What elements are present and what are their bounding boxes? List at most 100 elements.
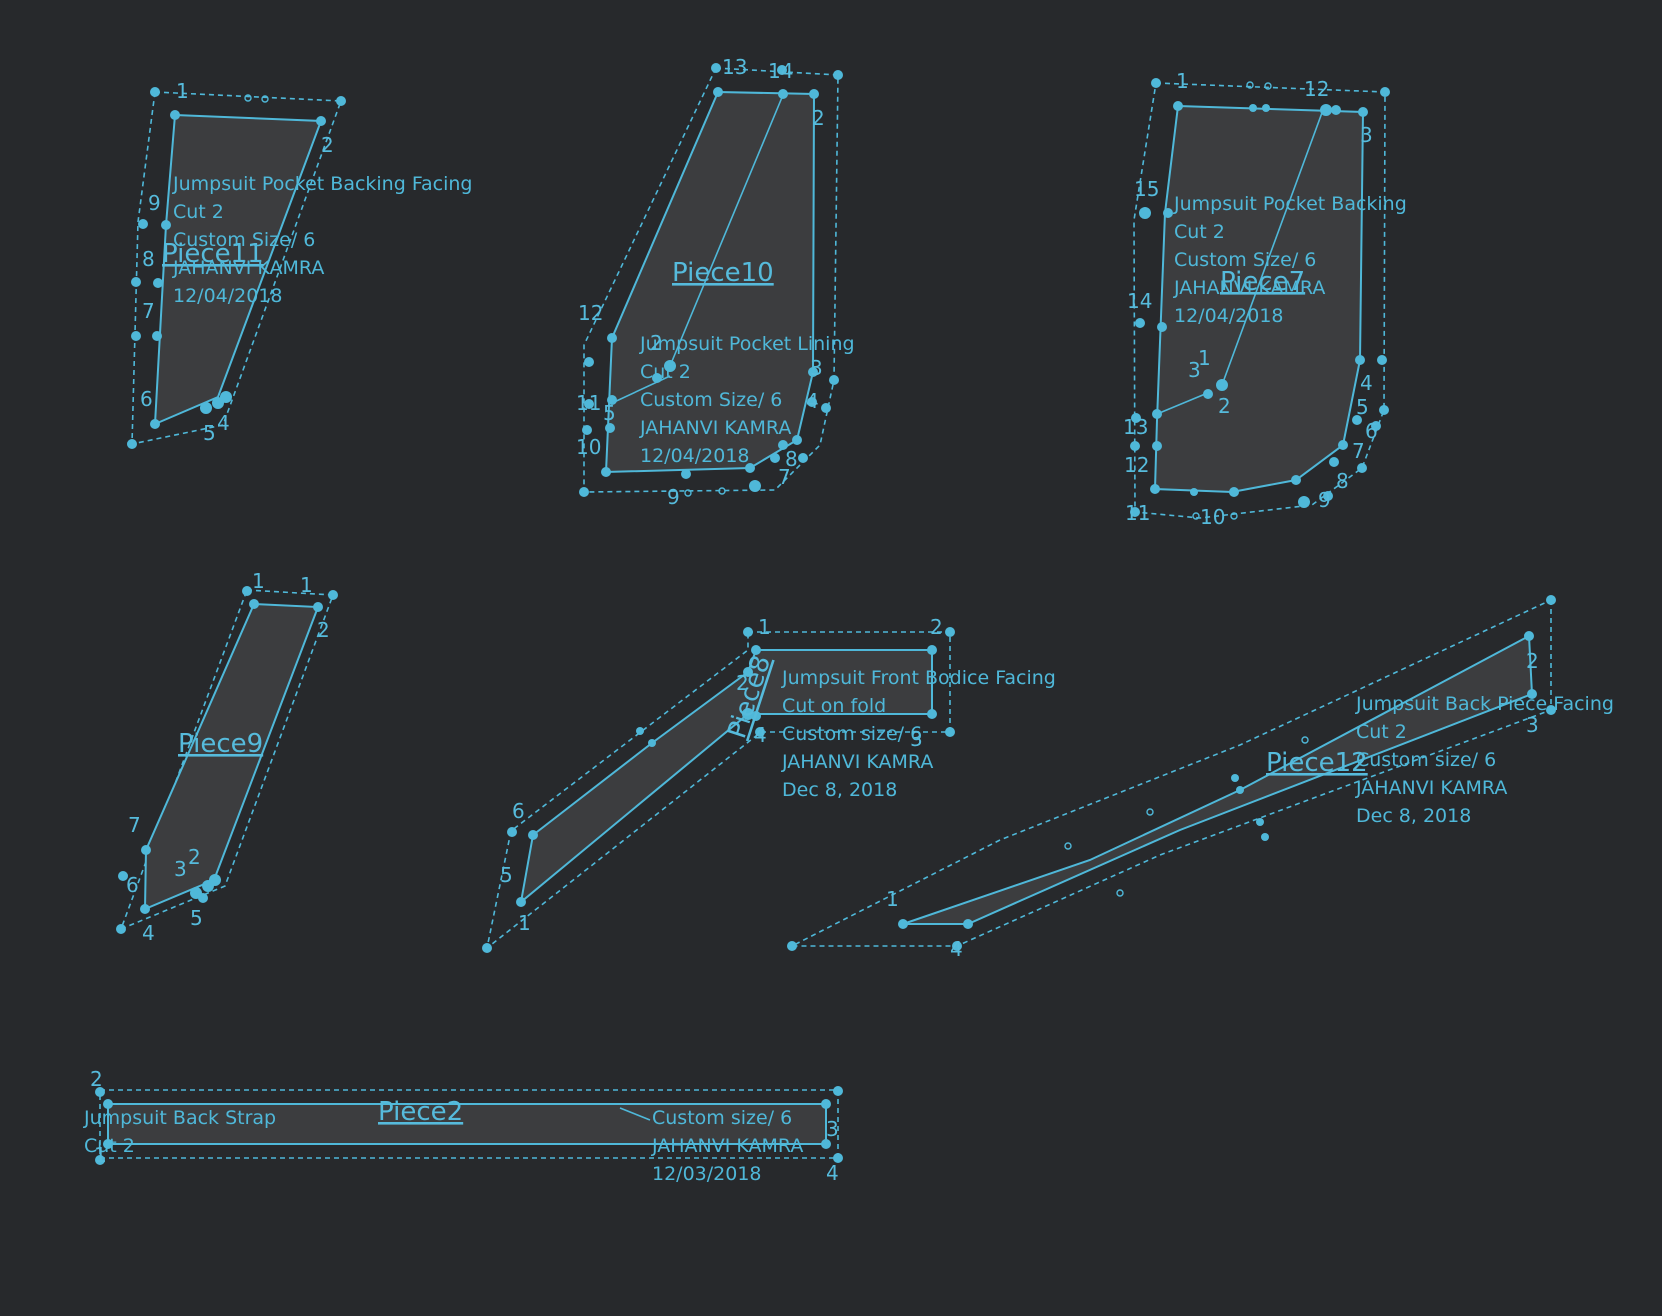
piece-2-nodes[interactable] (95, 1086, 843, 1165)
piece-2-info-line: Custom size/ 6 (652, 1107, 792, 1129)
piece-10-nodes[interactable] (579, 63, 843, 497)
piece-8-info-line: Custom size/ 6 (782, 723, 922, 745)
piece-7-title: Piece7 (1220, 267, 1305, 297)
piece-10-info-line: JAHANVI KAMRA (639, 417, 791, 439)
piece-9-nodes[interactable] (116, 586, 338, 934)
point-label: 13 (1123, 415, 1148, 439)
piece-11-info-line: Custom Size/ 6 (173, 229, 315, 251)
point-label: 12 (1124, 453, 1149, 477)
point-label: 2 (930, 615, 943, 639)
piece-9-title: Piece9 (178, 729, 263, 759)
piece-9-point-labels: 1 1 2 7 6 3 2 5 4 (126, 569, 330, 945)
piece-10-info-line: 12/04/2018 (640, 445, 750, 467)
point-label: 2 (90, 1067, 103, 1091)
piece-7-cutting-line (1133, 82, 1386, 519)
piece-7-info-line: JAHANVI KAMRA (1173, 277, 1325, 299)
piece-11-info-line: Cut 2 (173, 201, 224, 223)
piece-10[interactable]: Piece10 Jumpsuit Pocket Lining Cut 2 Cus… (576, 55, 855, 509)
piece-7-seam-line[interactable] (1153, 104, 1365, 494)
piece-11[interactable]: Piece11 Jumpsuit Pocket Backing Facing C… (127, 79, 472, 449)
piece-8-info-line: Jumpsuit Front Bodice Facing (781, 667, 1056, 689)
point-label: 5 (603, 401, 616, 425)
point-label: 1 (300, 573, 313, 597)
piece-10-grainline (669, 94, 784, 367)
piece-2-info-line: Cut 2 (84, 1135, 135, 1157)
piece-2-info-line: 12/03/2018 (652, 1163, 762, 1185)
piece-9[interactable]: Piece9 1 1 2 7 6 3 2 5 4 (116, 569, 338, 945)
piece-7-info-line: Jumpsuit Pocket Backing (1173, 193, 1407, 215)
piece-9-seam-line[interactable] (143, 602, 320, 911)
point-label: 3 (1188, 358, 1201, 382)
point-label: 1 (518, 911, 531, 935)
point-label: 1 (252, 569, 265, 593)
point-label: 4 (806, 389, 819, 413)
piece-12-nodes[interactable] (787, 595, 1556, 951)
point-label: 9 (1318, 488, 1331, 512)
point-label: 4 (950, 937, 963, 961)
piece-11-seam-line[interactable] (153, 113, 323, 426)
point-label: 3 (1360, 123, 1373, 147)
piece-12-point-labels: 1 2 3 4 (886, 649, 1539, 961)
piece-2-title: Piece2 (378, 1097, 463, 1127)
piece-2[interactable]: Piece2 Jumpsuit Back Strap Cut 2 Custom … (83, 1067, 843, 1185)
point-label: 6 (140, 387, 153, 411)
point-label: 5 (1356, 395, 1369, 419)
point-label: 14 (1127, 289, 1152, 313)
piece-8-nodes[interactable] (482, 627, 955, 953)
point-label: 11 (576, 391, 601, 415)
piece-10-info-line: Cut 2 (640, 361, 691, 383)
point-label: 10 (576, 435, 601, 459)
piece-10-cutting-line (583, 67, 839, 493)
piece-2-info-line: Jumpsuit Back Strap (83, 1107, 276, 1129)
point-label: 8 (142, 247, 155, 271)
point-label: 13 (722, 55, 747, 79)
piece-7-nodes[interactable] (1130, 78, 1390, 520)
piece-12[interactable]: Piece12 Jumpsuit Back Piece Facing Cut 2… (787, 595, 1614, 961)
point-label: 4 (217, 411, 230, 435)
point-label: 1 (176, 79, 189, 103)
point-label: 7 (778, 465, 791, 489)
piece-8[interactable]: Piece8 Jumpsuit Front Bodice Facing Cut … (482, 615, 1056, 953)
piece-12-info-line: Jumpsuit Back Piece Facing (1355, 693, 1614, 715)
point-label: 5 (203, 421, 216, 445)
piece-2-info-line: JAHANVI KAMRA (651, 1135, 803, 1157)
piece-11-title: Piece11 (162, 239, 264, 269)
piece-11-info-line: 12/04/2018 (173, 285, 283, 307)
point-label: 3 (810, 356, 823, 380)
piece-11-point-labels: 1 2 9 8 7 6 5 4 (140, 79, 334, 445)
point-label: 15 (1134, 177, 1159, 201)
point-label: 8 (1336, 469, 1349, 493)
piece-12-seam-line[interactable] (902, 634, 1534, 925)
point-label: 2 (317, 618, 330, 642)
piece-7-info-line: 12/04/2018 (1174, 305, 1284, 327)
point-label: 1 (886, 887, 899, 911)
piece-8-info-line: Dec 8, 2018 (782, 779, 897, 801)
point-label: 4 (826, 1161, 839, 1185)
point-label: 2 (188, 845, 201, 869)
point-label: 3 (174, 857, 187, 881)
piece-10-info-line: Custom Size/ 6 (640, 389, 782, 411)
point-label: 11 (1125, 501, 1150, 525)
point-label: 2 (650, 331, 663, 355)
point-label: 2 (812, 106, 825, 130)
point-label: 6 (512, 799, 525, 823)
point-label: 1 (758, 615, 771, 639)
point-label: 1 (94, 1143, 107, 1167)
piece-7-info-line: Cut 2 (1174, 221, 1225, 243)
piece-7-info-line: Custom Size/ 6 (1174, 249, 1316, 271)
point-label: 2 (321, 133, 334, 157)
point-label: 2 (736, 671, 749, 695)
piece-10-info: Jumpsuit Pocket Lining Cut 2 Custom Size… (639, 333, 855, 467)
piece-2-pointer (619, 1107, 651, 1121)
piece-8-point-labels: 1 2 3 6 5 1 2 4 (500, 615, 943, 935)
point-label: 14 (768, 59, 793, 83)
piece-11-nodes[interactable] (127, 87, 346, 449)
point-label: 12 (1304, 77, 1329, 101)
piece-7[interactable]: Piece7 Jumpsuit Pocket Backing Cut 2 Cus… (1123, 69, 1407, 529)
point-label: 9 (667, 485, 680, 509)
point-label: 7 (142, 299, 155, 323)
piece-11-info-line: JAHANVI KAMRA (172, 257, 324, 279)
point-label: 3 (910, 727, 923, 751)
point-label: 1 (1176, 69, 1189, 93)
